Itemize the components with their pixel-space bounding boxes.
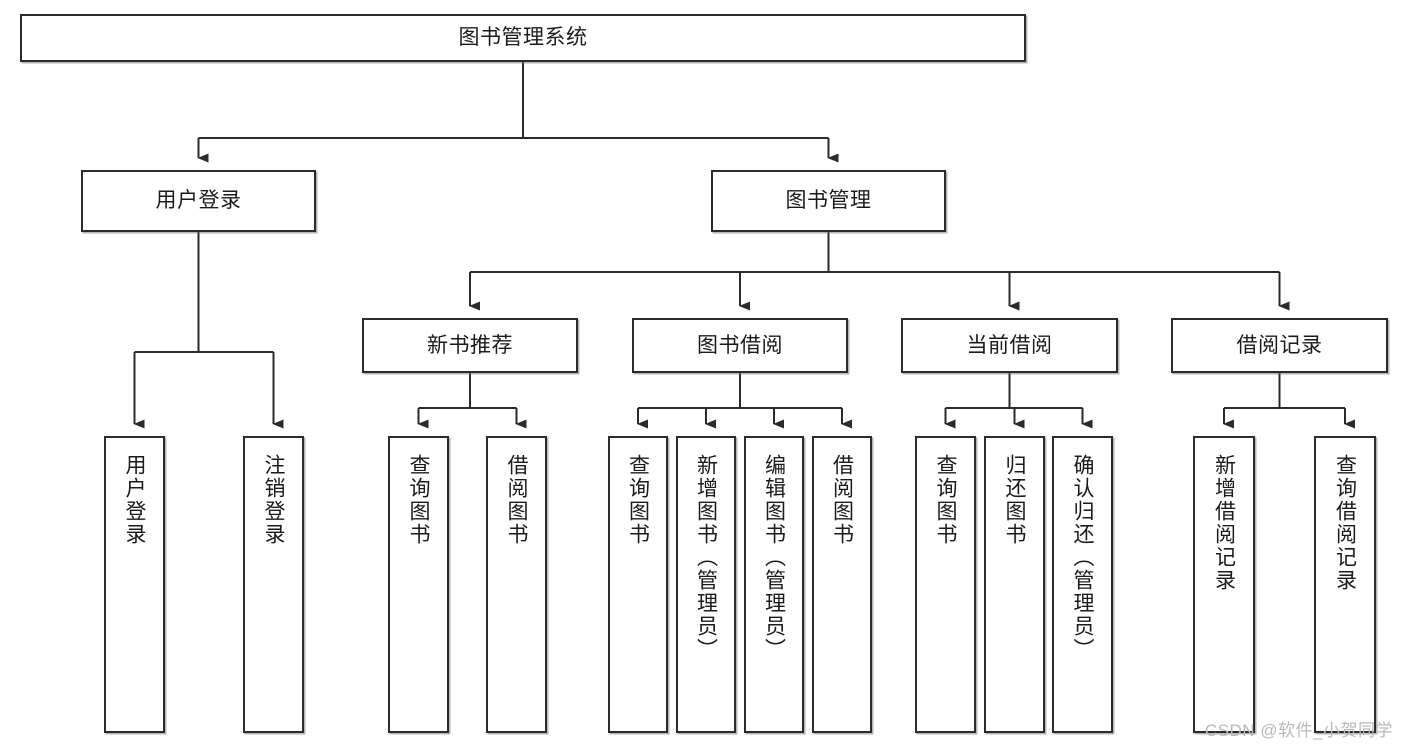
node-current-borrow[interactable]: 当前借阅	[901, 318, 1118, 373]
node-label-leaf-edit-book: 编辑图书（管理员）	[762, 454, 786, 661]
node-label-leaf-return-book: 归还图书	[1003, 454, 1026, 546]
node-leaf-user-logout[interactable]: 注销登录	[243, 436, 304, 733]
node-label-borrow-record: 借阅记录	[1236, 333, 1323, 357]
node-label-leaf-query-record: 查询借阅记录	[1333, 454, 1357, 592]
node-book-manage[interactable]: 图书管理	[711, 170, 946, 232]
node-user-login[interactable]: 用户登录	[81, 170, 316, 232]
node-leaf-user-login[interactable]: 用户登录	[104, 436, 165, 733]
node-leaf-add-record[interactable]: 新增借阅记录	[1193, 436, 1255, 733]
node-leaf-query-book-1[interactable]: 查询图书	[388, 436, 449, 733]
node-leaf-return-book[interactable]: 归还图书	[984, 436, 1045, 733]
node-label-leaf-add-book: 新增图书（管理员）	[694, 454, 718, 661]
node-root[interactable]: 图书管理系统	[20, 14, 1026, 62]
node-label-leaf-query-book-3: 查询图书	[934, 454, 957, 546]
node-label-current-borrow: 当前借阅	[966, 333, 1053, 357]
node-leaf-borrow-book-1[interactable]: 借阅图书	[486, 436, 547, 733]
node-leaf-confirm-return[interactable]: 确认归还（管理员）	[1052, 436, 1113, 733]
node-leaf-query-book-2[interactable]: 查询图书	[608, 436, 668, 733]
node-label-leaf-query-book-2: 查询图书	[626, 454, 650, 546]
node-leaf-add-book[interactable]: 新增图书（管理员）	[676, 436, 736, 733]
node-new-book-recommend[interactable]: 新书推荐	[362, 318, 578, 373]
node-label-book-borrow: 图书借阅	[697, 333, 783, 357]
node-label-user-login: 用户登录	[155, 189, 242, 213]
node-leaf-query-book-3[interactable]: 查询图书	[915, 436, 976, 733]
node-label-leaf-add-record: 新增借阅记录	[1212, 454, 1236, 592]
node-book-borrow[interactable]: 图书借阅	[632, 318, 848, 373]
node-label-leaf-borrow-book-2: 借阅图书	[830, 454, 854, 546]
node-label-root: 图书管理系统	[458, 26, 588, 50]
node-label-leaf-query-book-1: 查询图书	[407, 454, 430, 546]
node-label-leaf-user-login: 用户登录	[123, 454, 146, 546]
node-leaf-edit-book[interactable]: 编辑图书（管理员）	[744, 436, 804, 733]
node-leaf-query-record[interactable]: 查询借阅记录	[1314, 436, 1376, 733]
node-label-book-manage: 图书管理	[785, 189, 872, 213]
node-label-leaf-borrow-book-1: 借阅图书	[505, 454, 528, 546]
node-label-leaf-confirm-return: 确认归还（管理员）	[1071, 454, 1094, 661]
node-borrow-record[interactable]: 借阅记录	[1171, 318, 1388, 373]
node-leaf-borrow-book-2[interactable]: 借阅图书	[812, 436, 872, 733]
node-label-leaf-user-logout: 注销登录	[262, 454, 285, 546]
node-label-new-book-recommend: 新书推荐	[427, 333, 513, 357]
